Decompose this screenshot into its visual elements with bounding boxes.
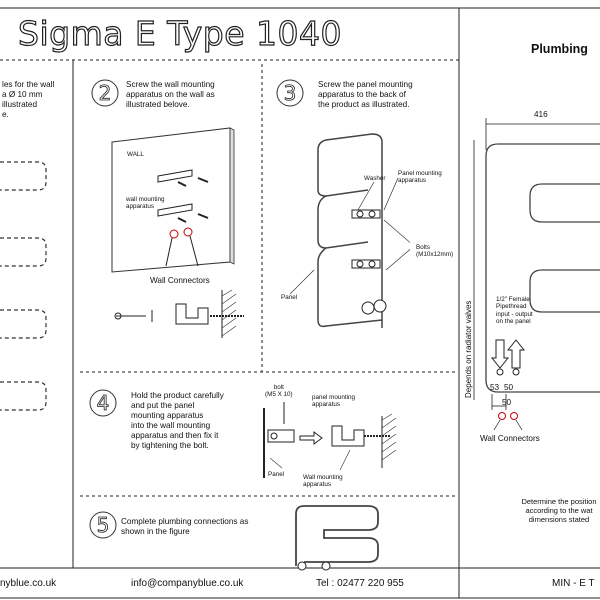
footer-model: MIN - E T bbox=[552, 578, 595, 589]
step2-wall-diagram bbox=[111, 127, 235, 273]
step3-number-circle: 3 bbox=[276, 79, 304, 107]
step1-text: les for the wall a Ø 10 mm illustrated e… bbox=[2, 80, 55, 119]
bolt-m5-label: bolt (M5 X 10) bbox=[265, 384, 293, 399]
dim-width-416: 416 bbox=[534, 110, 548, 119]
step2-text: Screw the wall mounting apparatus on the… bbox=[126, 80, 215, 109]
step3-panel-diagram bbox=[317, 133, 387, 328]
step1-hole-diagram bbox=[0, 161, 47, 411]
step4-wall-mount-label: Wall mounting apparatus bbox=[303, 474, 343, 489]
step3-number: 3 bbox=[284, 81, 297, 105]
step4-panel-mount-label: panel mounting apparatus bbox=[312, 394, 356, 409]
step5-panel-diagram bbox=[295, 505, 379, 571]
step5-number: 5 bbox=[97, 513, 110, 537]
washer-label: Washer bbox=[364, 175, 386, 182]
dim-50-top: 50 bbox=[504, 383, 514, 392]
step2-number: 2 bbox=[99, 81, 112, 105]
pipe-thread-label: 1/2" Female Pipethread input - output on… bbox=[496, 296, 533, 326]
footer-email[interactable]: info@companyblue.co.uk bbox=[131, 578, 244, 589]
step4-assembly-diagram bbox=[263, 402, 397, 478]
plumbing-wall-connectors-label: Wall Connectors bbox=[480, 434, 540, 443]
step3-text: Screw the panel mounting apparatus to th… bbox=[318, 80, 413, 109]
dim-53: 53 bbox=[490, 383, 500, 392]
plumbing-header: Plumbing bbox=[531, 42, 588, 56]
footer-website[interactable]: nyblue.co.uk bbox=[0, 578, 57, 589]
step4-number-circle: 4 bbox=[89, 389, 117, 417]
document-title: Sigma E Type 1040 bbox=[17, 13, 343, 53]
step5-text: Complete plumbing connections as shown i… bbox=[121, 517, 249, 536]
side-label-valves: Depends on radiator valves bbox=[464, 300, 473, 398]
step2-number-circle: 2 bbox=[91, 79, 119, 107]
step4-text: Hold the product carefully and put the p… bbox=[131, 391, 224, 450]
plumbing-diagram bbox=[473, 118, 600, 430]
footer-phone: Tel : 02477 220 955 bbox=[316, 578, 404, 589]
dim-50-bottom: 50 bbox=[502, 398, 512, 407]
step2-screw-diagram bbox=[114, 290, 244, 338]
determine-position-text: Determine the position according to the … bbox=[521, 497, 597, 524]
wall-mount-label: wall mounting apparatus bbox=[126, 196, 165, 211]
step5-number-circle: 5 bbox=[89, 511, 117, 539]
step4-panel-label: Panel bbox=[268, 471, 285, 478]
panel-mount-label: Panel mounting apparatus bbox=[398, 170, 442, 185]
wall-label: WALL bbox=[127, 151, 144, 158]
bolts-label: Bolts (M10x12mm) bbox=[416, 244, 454, 259]
wall-connectors-label: Wall Connectors bbox=[150, 276, 210, 285]
step3-panel-label: Panel bbox=[281, 294, 298, 301]
step3-leader-lines bbox=[290, 177, 410, 295]
step4-number: 4 bbox=[97, 391, 110, 415]
